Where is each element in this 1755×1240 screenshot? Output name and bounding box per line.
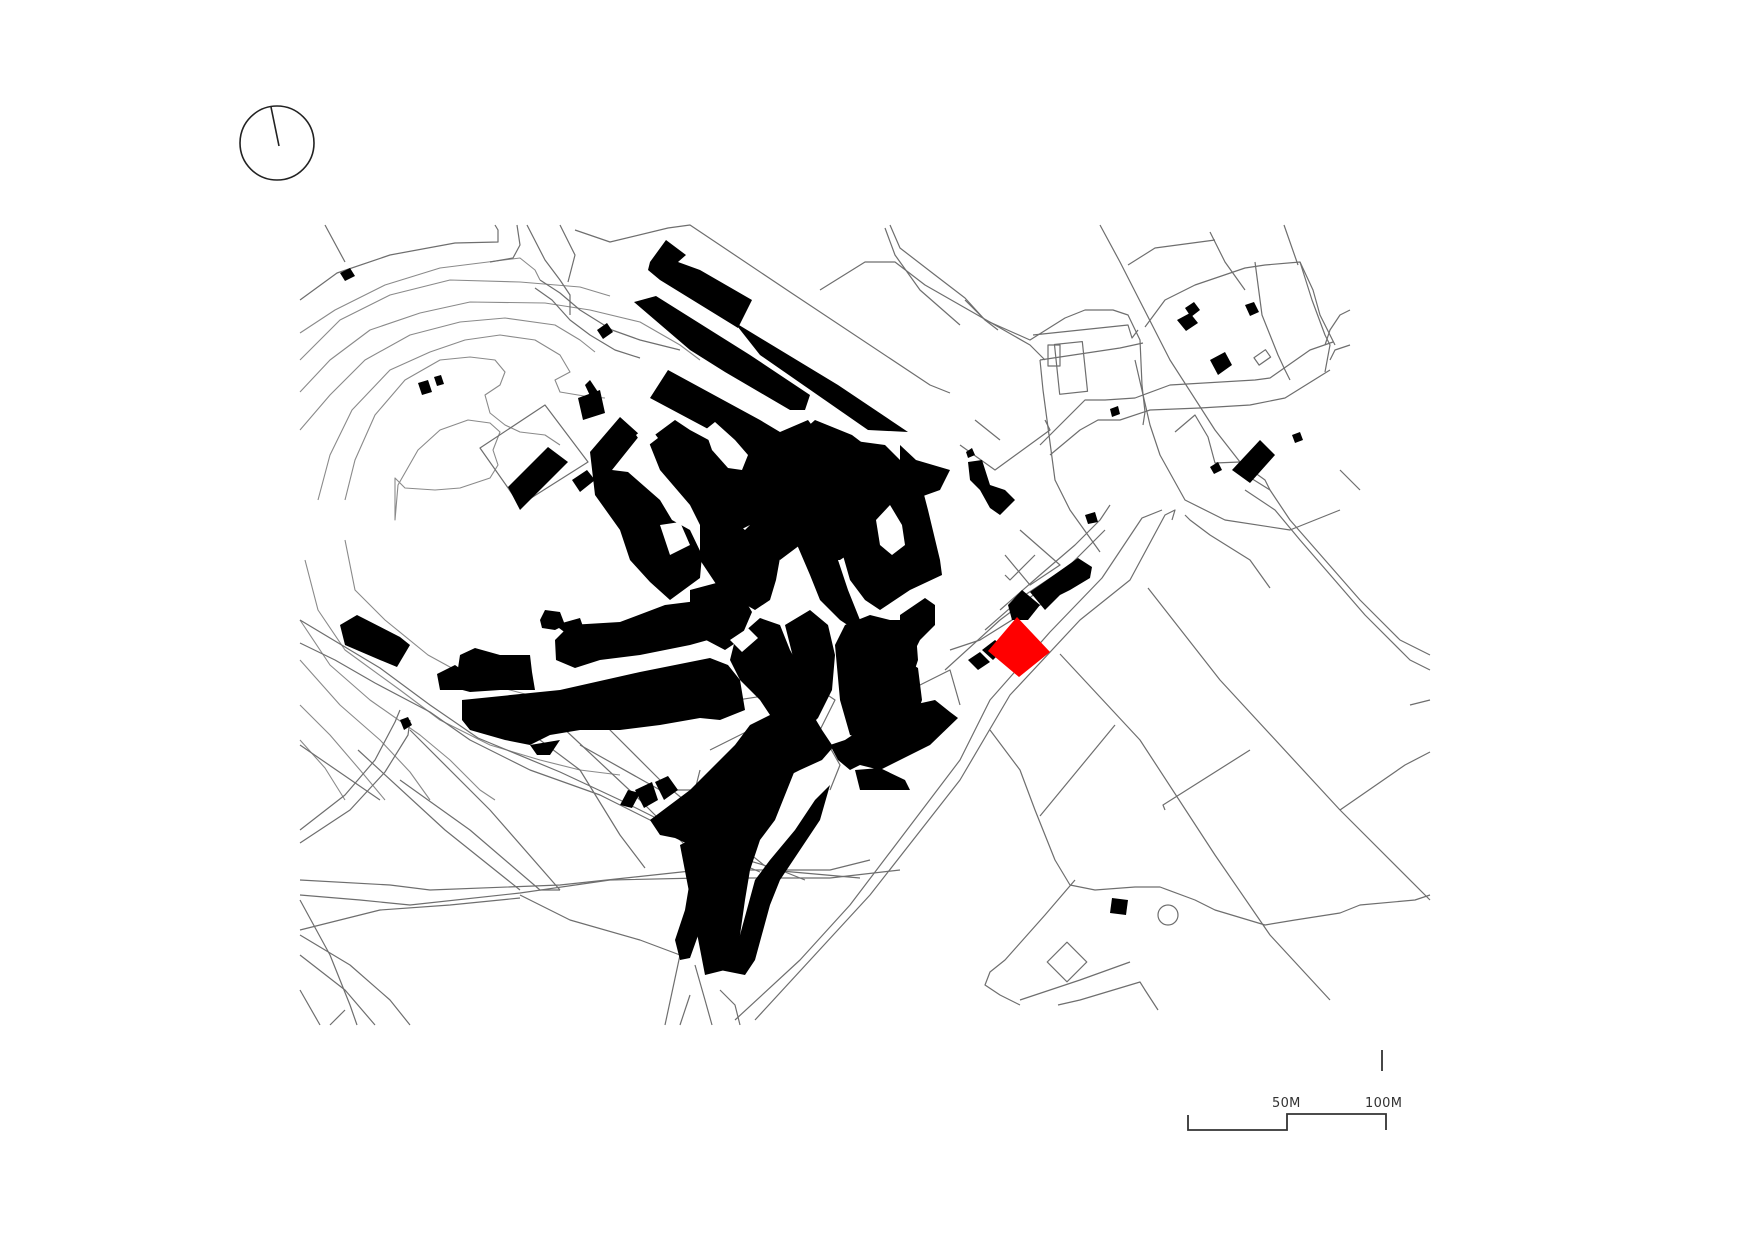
project-site-parcel[interactable] [988, 617, 1050, 677]
north-arrow-icon [239, 105, 315, 181]
scale-label-100m: 100M [1365, 1096, 1402, 1111]
scale-label-50m: 50M [1272, 1096, 1301, 1111]
courtyards [636, 422, 905, 652]
parcel-and-road-lines [299, 224, 1431, 1026]
topographic-contours [299, 257, 701, 801]
building-footprints [340, 240, 1303, 975]
scale-bar: 50M 100M [1187, 1050, 1402, 1131]
